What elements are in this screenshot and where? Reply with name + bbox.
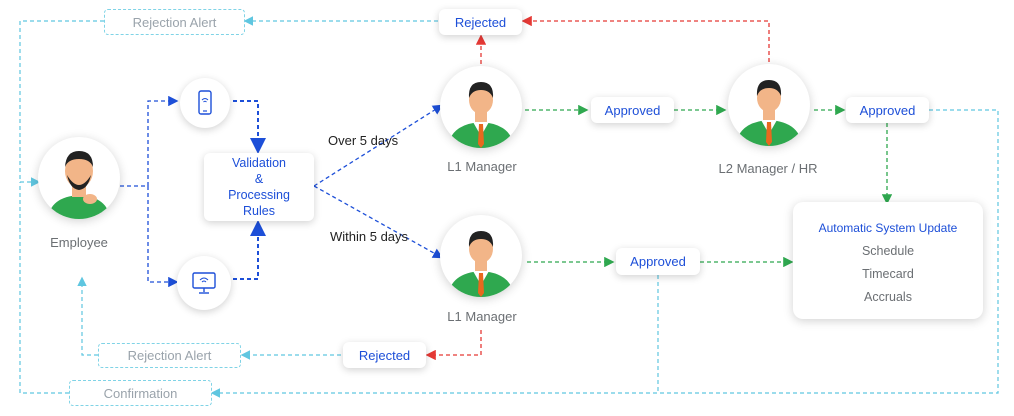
mobile-channel <box>180 78 230 128</box>
validation-line-2: & <box>254 172 264 186</box>
system-update-title: Automatic System Update <box>818 221 958 235</box>
rejected-bottom-badge: Rejected <box>343 342 426 368</box>
desktop-channel <box>177 256 231 310</box>
system-update-card: Automatic System Update Schedule Timecar… <box>793 202 983 319</box>
person-avatar-icon <box>448 231 514 297</box>
validation-line-4: Rules <box>243 204 275 218</box>
l2-manager-avatar <box>728 64 810 146</box>
approved-l1-top-badge: Approved <box>591 97 674 123</box>
l1-manager-bottom-label: L1 Manager <box>447 309 517 324</box>
validation-rules-box: Validation & Processing Rules <box>204 153 314 221</box>
employee-avatar <box>38 137 120 219</box>
rejection-alert-top: Rejection Alert <box>104 9 245 35</box>
over-5-days-label: Over 5 days <box>328 133 399 148</box>
validation-line-1: Validation <box>232 156 286 170</box>
desktop-monitor-icon <box>192 272 216 294</box>
system-update-item: Timecard <box>862 267 914 281</box>
rejection-alert-bottom: Rejection Alert <box>98 343 241 368</box>
person-avatar-icon <box>448 82 514 148</box>
approved-l1-bottom-badge: Approved <box>616 248 700 275</box>
l1-manager-bottom-avatar <box>440 215 522 297</box>
validation-line-3: Processing <box>228 188 290 202</box>
person-avatar-icon <box>736 80 802 146</box>
confirmation-notice: Confirmation <box>69 380 212 406</box>
approved-l2-badge: Approved <box>846 97 929 123</box>
l2-manager-label: L2 Manager / HR <box>718 161 818 176</box>
system-update-item: Accruals <box>864 290 912 304</box>
mobile-phone-icon <box>198 90 212 115</box>
person-avatar-icon <box>48 151 110 219</box>
rejected-top-badge: Rejected <box>439 9 522 35</box>
employee-label: Employee <box>50 235 108 250</box>
l1-manager-top-label: L1 Manager <box>447 159 517 174</box>
system-update-item: Schedule <box>861 244 915 258</box>
l1-manager-top-avatar <box>440 66 522 148</box>
within-5-days-label: Within 5 days <box>330 229 409 244</box>
